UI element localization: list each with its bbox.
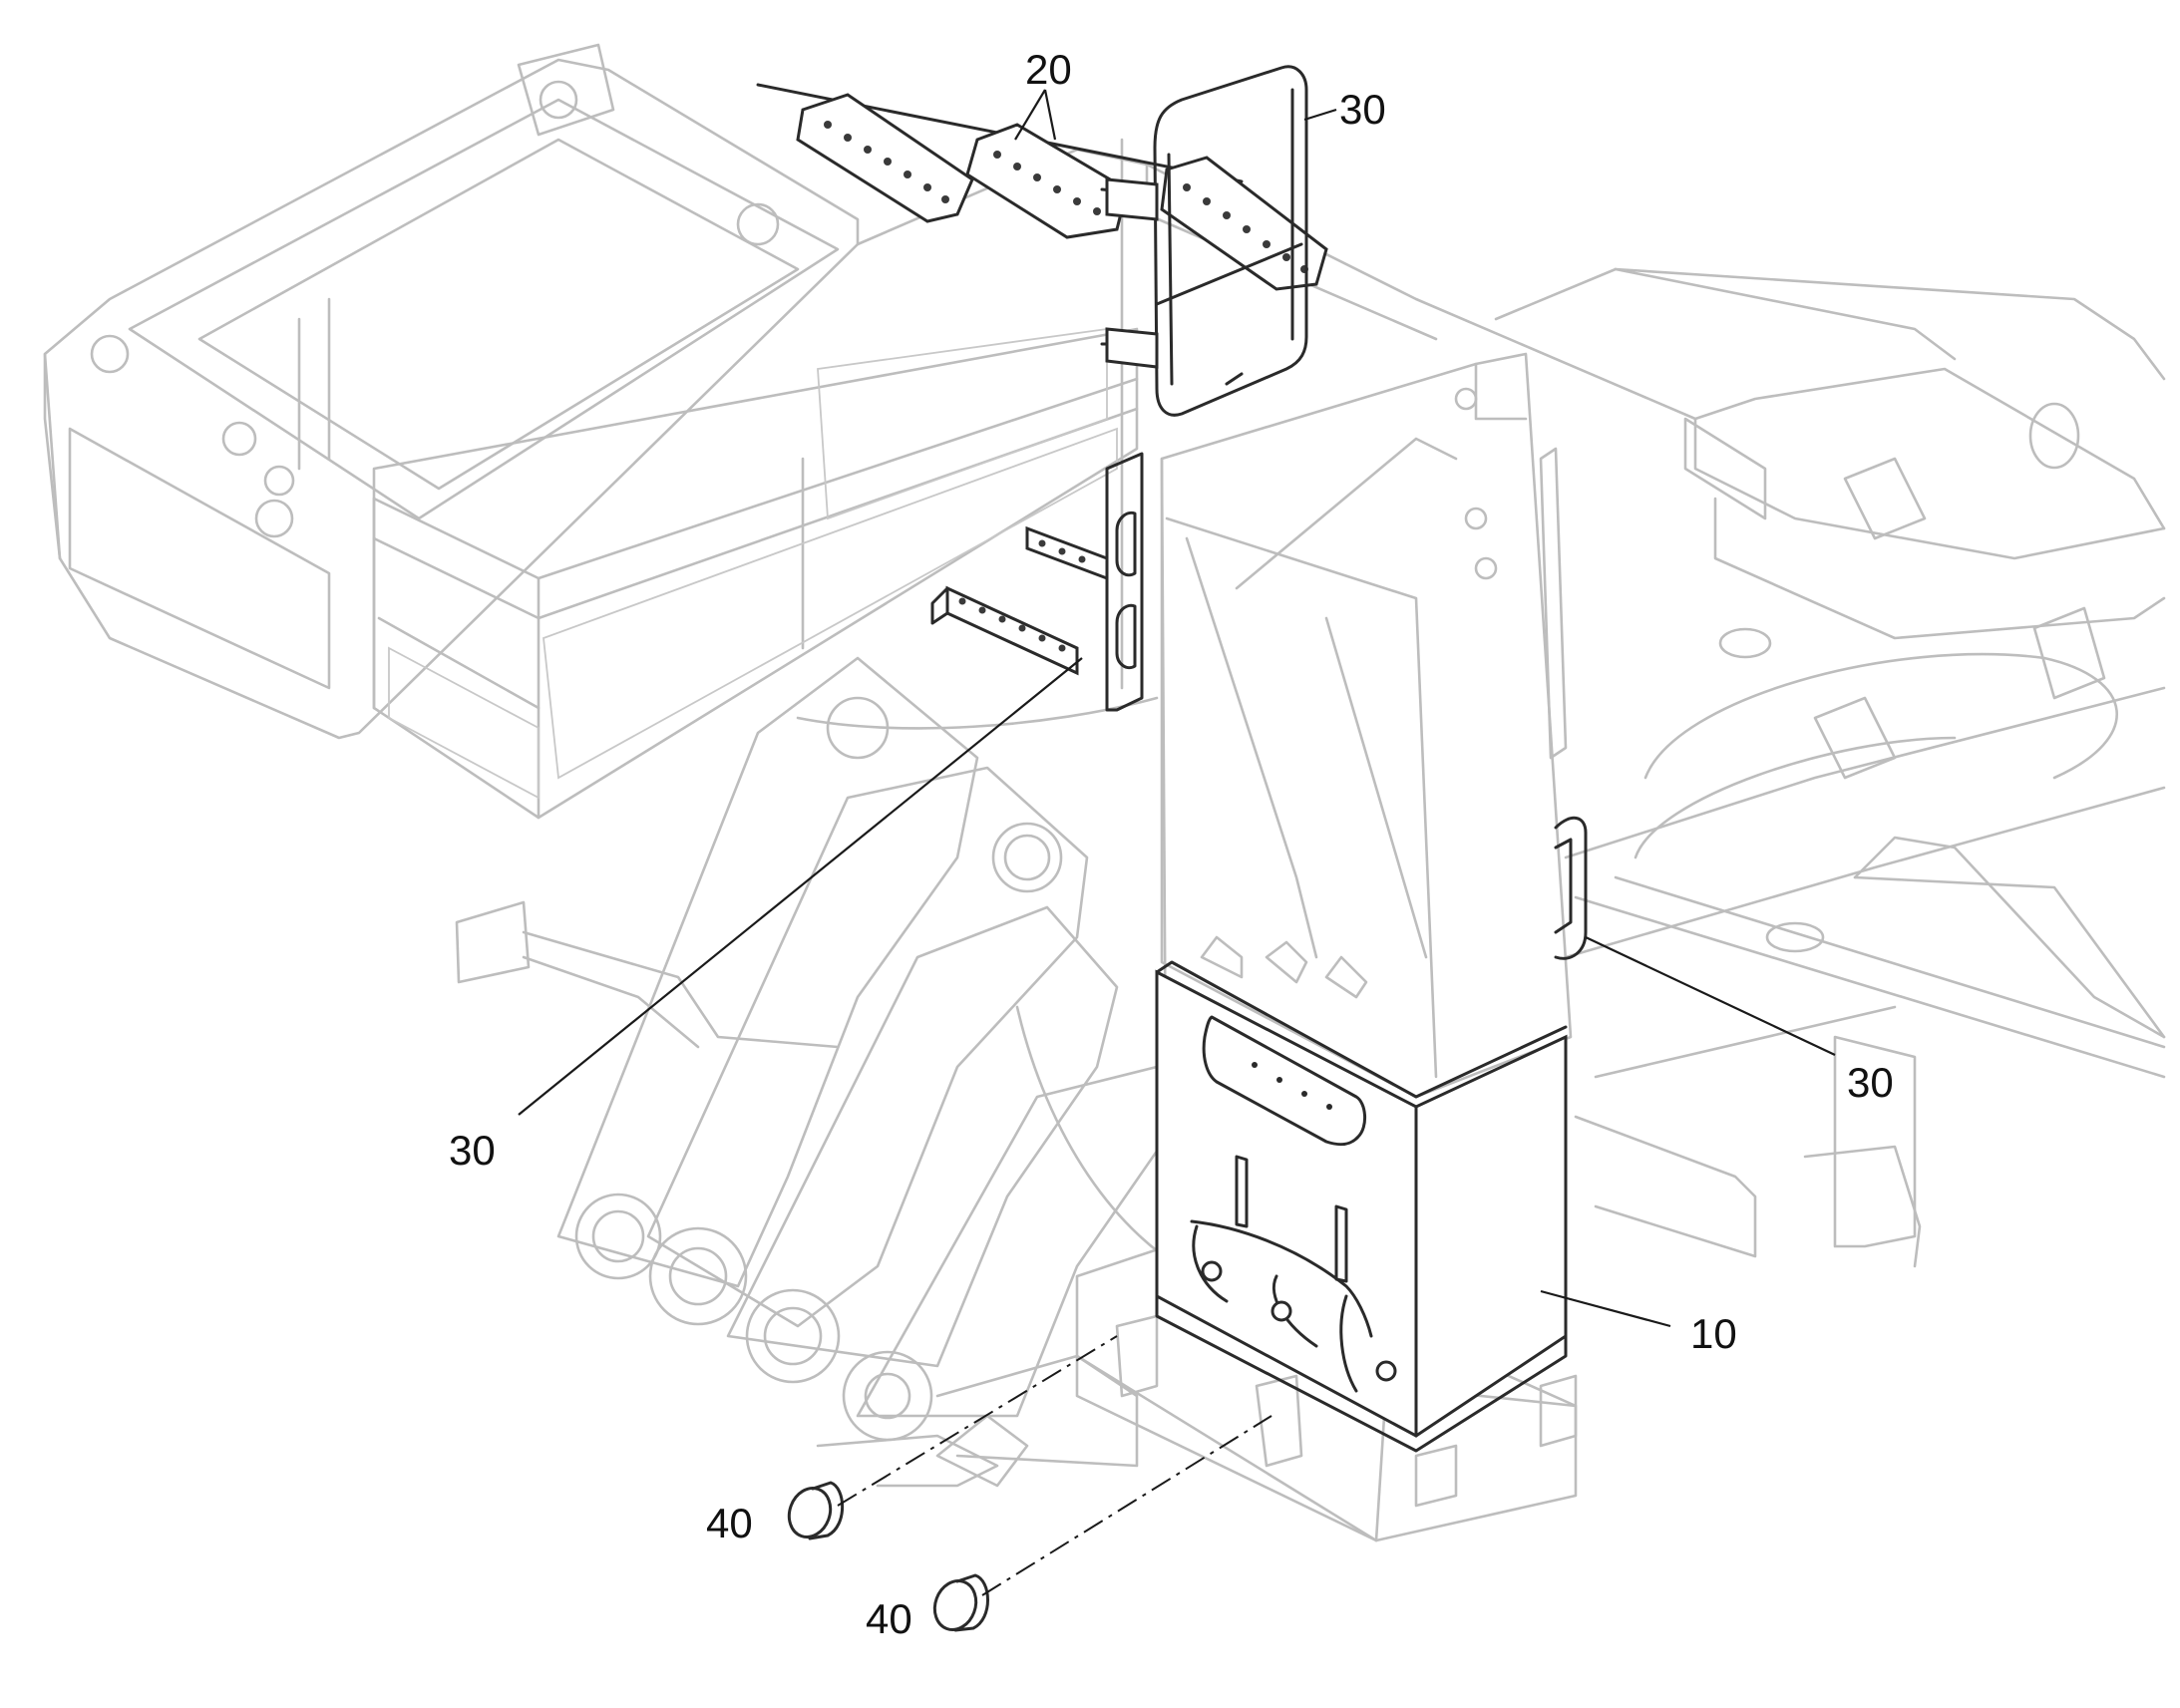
- callout-30-right: 30: [1847, 1059, 1894, 1106]
- callout-20: 20: [1025, 46, 1072, 93]
- caps: [787, 1481, 989, 1632]
- callout-labels: 20 30 30 30 10 40 40: [449, 46, 1894, 1642]
- callout-10: 10: [1690, 1310, 1737, 1357]
- callout-30-left: 30: [449, 1127, 496, 1174]
- cap-upper: [787, 1481, 845, 1540]
- boarding-ladder: [930, 452, 1144, 712]
- top-handrail: [1100, 65, 1308, 417]
- lower-box-column: [1155, 960, 1568, 1453]
- walkway-grating-ghost: [388, 327, 1118, 800]
- callout-40-upper: 40: [706, 1500, 753, 1546]
- side-grab-handle: [1554, 817, 1588, 960]
- callout-40-lower: 40: [866, 1595, 912, 1642]
- anti-slip-step-plates: [756, 83, 1328, 291]
- machine-frame-ghost: [43, 43, 2166, 1542]
- leader-lines: [518, 89, 1836, 1596]
- callout-30-top: 30: [1339, 86, 1386, 133]
- cap-lower: [932, 1573, 989, 1632]
